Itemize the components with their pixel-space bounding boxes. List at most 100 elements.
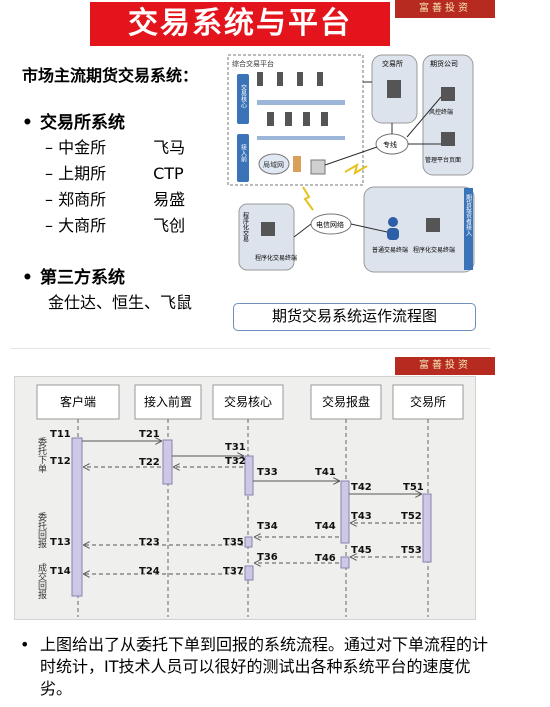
investor-access-bar — [464, 188, 473, 270]
t-label: T52 — [401, 511, 422, 522]
lightning-icon-2 — [302, 186, 314, 211]
lane-label: 交易核心 — [224, 394, 272, 409]
lane-headers: 客户端 接入前置 交易核心 交易报盘 交易所 — [36, 384, 464, 420]
diagram-caption: 期货交易系统运作流程图 — [233, 303, 476, 331]
lifelines — [77, 419, 429, 617]
t-label: T21 — [139, 429, 160, 440]
t-label: T23 — [139, 537, 160, 548]
bullet-icon: • — [20, 635, 30, 654]
bus-line-2 — [257, 136, 345, 140]
risk-terminal-label: 风控终端 — [429, 108, 453, 116]
lane-header-core — [212, 384, 284, 420]
program-trade-vertical: 程序化交易 — [242, 211, 249, 243]
t-label: T42 — [351, 482, 372, 493]
exchange-heading-text: 交易所系统 — [40, 113, 125, 133]
subtitle: 市场主流期货交易系统： — [22, 66, 199, 85]
t-label: T13 — [50, 537, 71, 548]
dash-icon: – — [45, 164, 59, 183]
mgmt-page-label: 管理平台页面 — [425, 156, 461, 164]
brand-tag: 富善投资 — [395, 0, 495, 18]
t-label: T44 — [315, 521, 336, 532]
futures-company-box — [422, 54, 474, 176]
side-label-trade-return: 成交回报 — [36, 562, 47, 600]
t-label: T14 — [50, 566, 71, 577]
exchange-server-icon — [387, 80, 401, 98]
dash-icon: – — [45, 190, 59, 209]
lan-label: 局域网 — [263, 160, 284, 169]
router-icon — [293, 156, 301, 172]
trading-architecture-diagram: 综合交易平台 交易核心 接入前 局域网 交易所 期货公司 风控终端 管理平台页面 — [227, 54, 475, 273]
activation-bars — [71, 437, 432, 597]
lan-cloud-icon — [258, 153, 290, 175]
platform-label: 综合交易平台 — [232, 59, 274, 68]
lane-header-access — [134, 384, 202, 420]
t-label: T11 — [50, 429, 71, 440]
dedicated-line-label: 专线 — [383, 140, 397, 149]
exchange-name: 大商所 — [58, 216, 107, 235]
t-label: T24 — [139, 566, 160, 577]
lane-header-exchange — [392, 384, 464, 420]
investor-vertical-label: 期货投资者接入 — [465, 193, 472, 236]
sequence-diagram-panel: 客户端 接入前置 交易核心 交易报盘 交易所 — [14, 376, 476, 620]
timestamp-labels: T11 T12 T13 T14 T21 T22 T23 T24 T31 T32 … — [50, 429, 424, 577]
investor-access-box — [363, 186, 475, 273]
exchange-system: 飞马 — [153, 138, 186, 157]
lane-header-client — [36, 384, 120, 420]
mgmt-pc-icon — [441, 132, 455, 146]
t-label: T43 — [351, 511, 372, 522]
request-arrows — [82, 441, 421, 494]
third-party-heading: • 第三方系统 — [22, 263, 125, 288]
lane-label: 接入前置 — [144, 394, 192, 409]
brand-tag-2: 富善投资 — [395, 357, 495, 375]
exchange-name: 郑商所 — [58, 190, 107, 209]
server-icons — [257, 72, 328, 126]
exchange-label: 交易所 — [382, 59, 403, 68]
third-party-list: 金仕达、恒生、飞鼠 — [48, 293, 193, 312]
t-label: T22 — [139, 457, 160, 468]
dash-icon: – — [45, 216, 59, 235]
normal-terminal-label: 普通交易终端 — [372, 246, 408, 254]
t-label: T33 — [257, 467, 278, 478]
exchange-name: 中金所 — [58, 138, 107, 157]
exchange-systems-heading: • 交易所系统 — [22, 108, 125, 133]
t-label: T41 — [315, 467, 336, 478]
description-paragraph: • 上图给出了从委托下单到回报的系统流程。通过对下单流程的计时统计，IT技术人员… — [20, 634, 490, 700]
access-bar — [237, 134, 249, 182]
bullet-icon: • — [22, 113, 33, 133]
slide-trading-systems: 交易系统与平台 富善投资 市场主流期货交易系统： •交易所系统 – 中金所飞马 … — [0, 0, 550, 345]
exchange-item: – 郑商所 易盛 — [45, 186, 185, 210]
futures-company-label: 期货公司 — [430, 59, 458, 68]
t-label: T32 — [225, 456, 246, 467]
t-label: T36 — [257, 552, 278, 563]
access-label: 接入前 — [240, 143, 247, 163]
user-icon — [388, 217, 398, 227]
telecom-net-label: 电信网络 — [316, 220, 344, 229]
server-box-icon — [310, 159, 326, 175]
slide-divider — [10, 348, 490, 349]
side-label-order-return: 委托回报 — [36, 511, 47, 549]
t-label: T12 — [50, 456, 71, 467]
bullet-icon: • — [22, 268, 33, 288]
bottom-links — [293, 223, 388, 238]
lane-label: 客户端 — [60, 394, 96, 409]
program-pc-icon — [261, 222, 275, 236]
t-label: T51 — [403, 482, 424, 493]
program-terminal-label-2: 程序化交易终端 — [413, 246, 455, 254]
program-pc-icon-2 — [426, 218, 440, 232]
lane-header-report — [310, 384, 382, 420]
exchange-system: 飞创 — [153, 216, 186, 235]
side-labels: 委托下单 委托回报 成交回报 — [36, 436, 47, 600]
t-label: T53 — [401, 545, 422, 556]
lane-label: 交易报盘 — [322, 394, 370, 409]
risk-pc-icon — [441, 87, 455, 101]
exchange-item: – 大商所 飞创 — [45, 212, 185, 236]
description-text: 上图给出了从委托下单到回报的系统流程。通过对下单流程的计时统计，IT技术人员可以… — [40, 635, 489, 698]
third-party-heading-text: 第三方系统 — [40, 268, 125, 288]
return-arrows — [84, 467, 421, 574]
t-label: T35 — [223, 537, 244, 548]
lightning-icon — [344, 162, 368, 176]
exchange-system: 易盛 — [153, 190, 186, 209]
exchange-item: – 中金所飞马 — [45, 134, 185, 158]
trade-core-bar — [237, 74, 249, 124]
